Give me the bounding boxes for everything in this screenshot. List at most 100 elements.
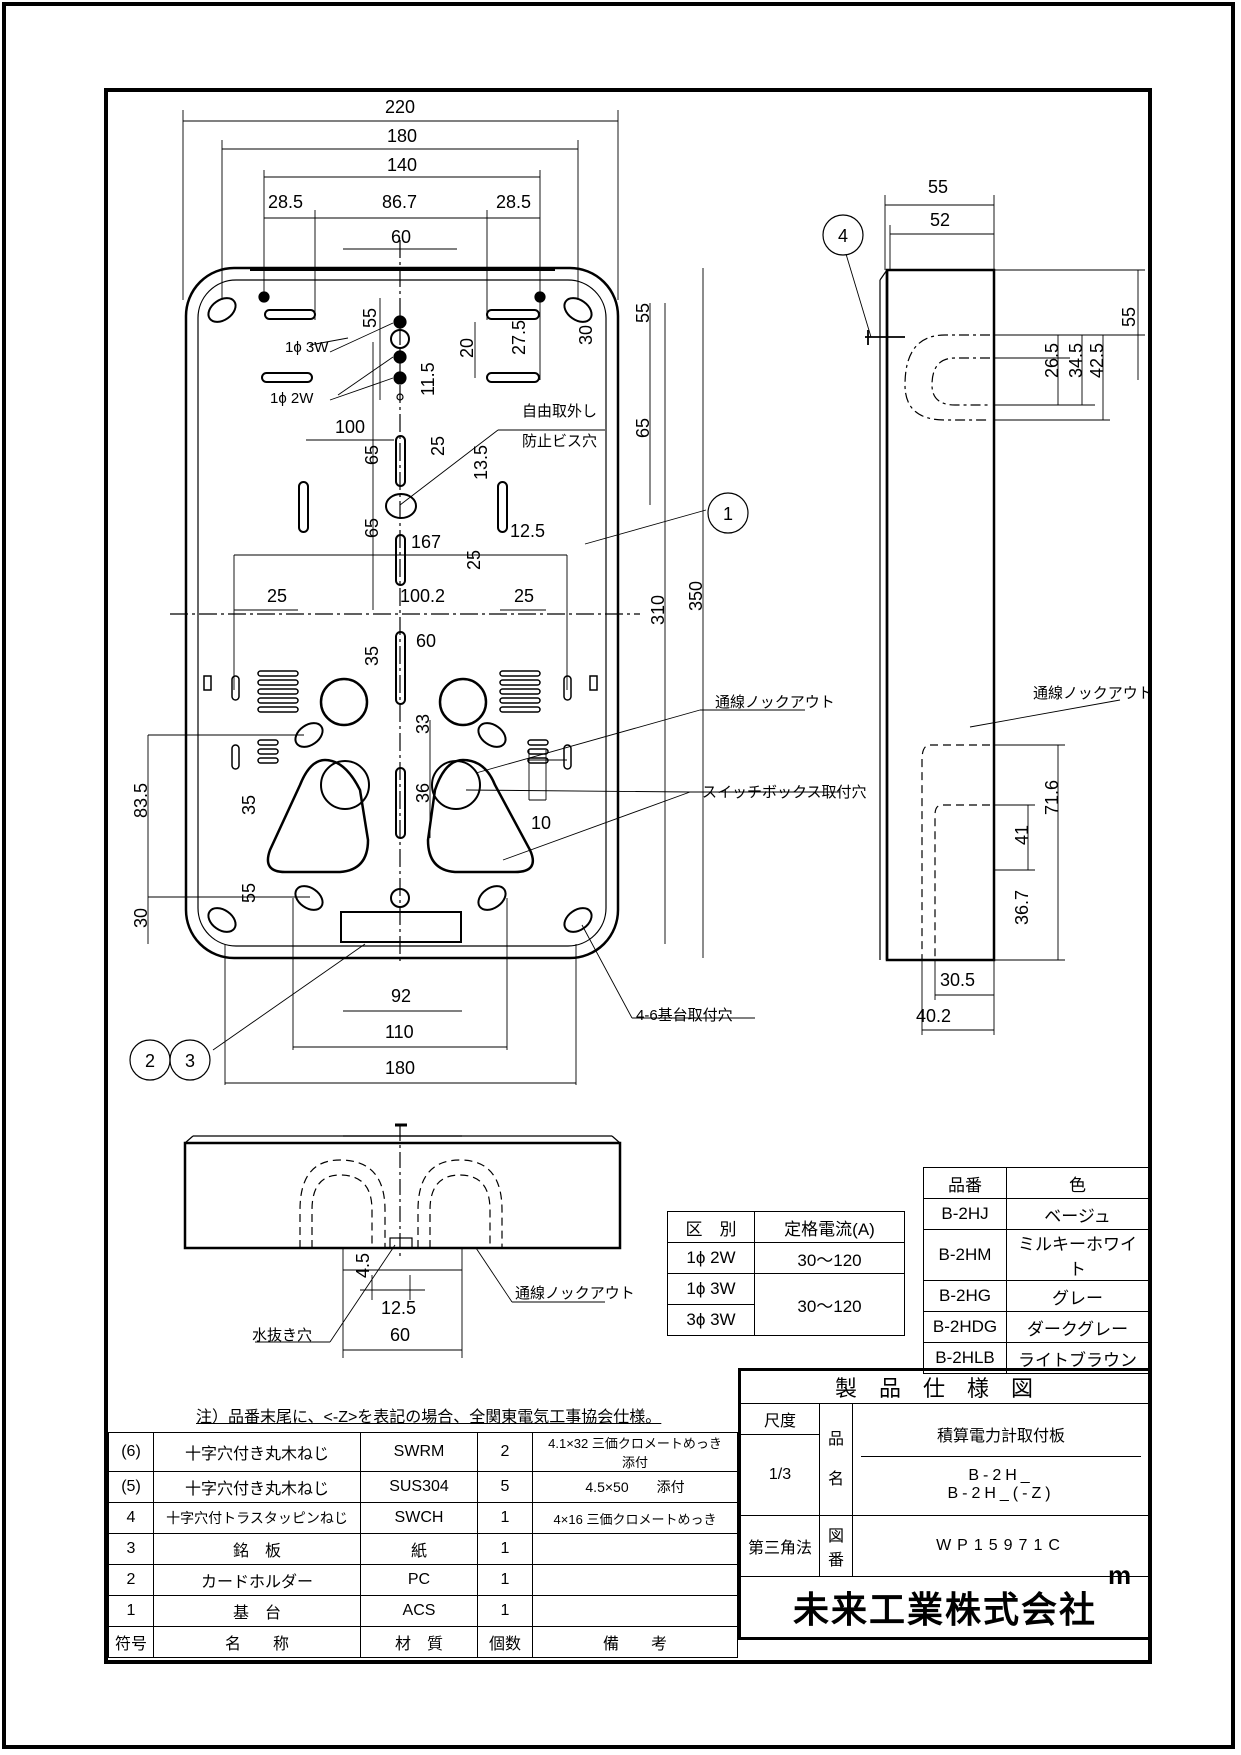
- dim-text: 12.5: [510, 521, 545, 541]
- parts-header: 材 質: [360, 1626, 478, 1658]
- dim-text: 11.5: [418, 362, 438, 396]
- dim-text: 350: [686, 581, 706, 611]
- parts-cell: 1: [477, 1502, 533, 1534]
- rating-cell: 30～120: [754, 1242, 905, 1274]
- dim-text: 36.7: [1012, 890, 1032, 925]
- parts-cell: SWCH: [360, 1502, 478, 1534]
- tsusen-label: 通線ノックアウト: [715, 694, 835, 711]
- parts-cell: カードホルダー: [153, 1564, 361, 1596]
- product-name: 積算電力計取付板: [861, 1416, 1141, 1457]
- rating-header: 定格電流(A): [754, 1211, 905, 1243]
- dim-text: 28.5: [268, 192, 303, 212]
- switch-box-hole: [266, 758, 370, 874]
- dim-text: 35: [239, 795, 259, 815]
- front-dimension-labels: 220 180 140 28.5 86.7 28.5 60 55 27.5 30…: [131, 97, 706, 1078]
- dim-text: 30.5: [940, 970, 975, 990]
- dim-text: 40.2: [916, 1006, 951, 1026]
- title-block-title: 製品仕様図: [739, 1369, 1151, 1404]
- parts-cell: 2: [108, 1564, 154, 1596]
- parts-header: 備 考: [532, 1626, 738, 1658]
- tsusen-side-label: 通線ノックアウト: [1033, 685, 1153, 702]
- dim-text: 60: [391, 227, 411, 247]
- corner-hole: [563, 907, 593, 933]
- dim-text: 65: [362, 518, 382, 538]
- dim-text: 220: [385, 97, 415, 117]
- parts-header: 個数: [477, 1626, 533, 1658]
- jiyu-label: 自由取外し: [522, 403, 597, 420]
- knockout: [319, 677, 369, 727]
- dim-text: 83.5: [131, 783, 151, 818]
- dim-text: 28.5: [496, 192, 531, 212]
- callout-number: 3: [185, 1051, 195, 1071]
- spec-note: 注）品番末尾に、<-Z>を表記の場合、全関東電気工事協会仕様。: [196, 1409, 662, 1426]
- parts-cell: 4.1×32 三価クロメートめっき 添付: [532, 1432, 738, 1472]
- phi2w-label: 1ϕ 2W: [270, 390, 314, 407]
- callout-number: 1: [723, 504, 733, 524]
- dim-text: 71.6: [1042, 780, 1062, 815]
- dim-text: 12.5: [381, 1298, 416, 1318]
- color-cell: B-2HDG: [923, 1311, 1007, 1343]
- front-inner-outline: [197, 279, 607, 947]
- dim-text: 55: [239, 883, 259, 903]
- annotation-labels: 1ϕ 3W 1ϕ 2W 自由取外し 防止ビス穴 通線ノックアウト スイッチボック…: [252, 339, 1153, 1344]
- dim-text: 92: [391, 986, 411, 1006]
- dim-text: 100.2: [400, 586, 445, 606]
- switch-label: スイッチボックス取付穴: [702, 784, 867, 801]
- bottom-dimension-labels: 4.5 12.5 60: [353, 1253, 416, 1345]
- drawing-frame: [104, 88, 1152, 1664]
- dim-text: 65: [362, 445, 382, 465]
- dim-text: 60: [390, 1325, 410, 1345]
- callout-number: 2: [145, 1051, 155, 1071]
- dim-text: 26.5: [1042, 343, 1062, 378]
- dim-text: 180: [387, 126, 417, 146]
- dim-text: 110: [385, 1022, 414, 1042]
- dim-text: 100: [335, 417, 365, 437]
- dim-text: 55: [928, 177, 948, 197]
- parts-header: 符号: [108, 1626, 154, 1658]
- corner-hole: [207, 297, 237, 323]
- dim-text: 52: [930, 210, 950, 230]
- corner-hole: [563, 297, 593, 323]
- dim-text: 25: [267, 586, 287, 606]
- parts-cell: SWRM: [360, 1432, 478, 1472]
- parts-cell: 1: [477, 1564, 533, 1596]
- corner-hole: [207, 907, 237, 933]
- rating-cell: 3ϕ 3W: [667, 1304, 755, 1336]
- phi3w-label: 1ϕ 3W: [285, 339, 329, 356]
- parts-cell: (6): [108, 1432, 154, 1472]
- parts-cell: SUS304: [360, 1471, 478, 1503]
- dim-text: 60: [416, 631, 436, 651]
- rating-cell: 30～120: [754, 1273, 905, 1336]
- parts-cell: (5): [108, 1471, 154, 1503]
- parts-cell: 基 台: [153, 1595, 361, 1627]
- callout-numbers: 1 4 2 3: [145, 226, 848, 1071]
- dim-text: 41: [1012, 825, 1032, 845]
- color-cell: グレー: [1006, 1280, 1149, 1312]
- callout-number: 4: [838, 226, 848, 246]
- parts-cell: 銘 板: [153, 1533, 361, 1565]
- dim-text: 86.7: [382, 192, 417, 212]
- parts-cell: 1: [108, 1595, 154, 1627]
- parts-cell: 3: [108, 1533, 154, 1565]
- dim-text: 180: [385, 1058, 415, 1078]
- dim-text: 33: [413, 714, 433, 734]
- name-label: 名: [827, 1470, 844, 1488]
- color-cell: B-2HM: [923, 1229, 1007, 1281]
- parts-cell: [532, 1564, 738, 1596]
- side-outline: [885, 268, 996, 962]
- rating-header: 区 別: [667, 1211, 755, 1243]
- parts-cell: 5: [477, 1471, 533, 1503]
- dim-text: 25: [514, 586, 534, 606]
- dim-text: 13.5: [471, 445, 491, 480]
- model-number: B-2H_(-Z): [947, 1485, 1055, 1502]
- parts-cell: 十字穴付き丸木ねじ: [153, 1471, 361, 1503]
- parts-cell: 紙: [360, 1533, 478, 1565]
- drawing-label: 番: [827, 1552, 844, 1569]
- front-outline: [184, 266, 620, 960]
- model-number: B-2H_: [968, 1467, 1034, 1484]
- projection-label: 第三角法: [739, 1515, 820, 1577]
- dim-text: 25: [428, 436, 448, 456]
- dim-text: 20: [457, 338, 477, 358]
